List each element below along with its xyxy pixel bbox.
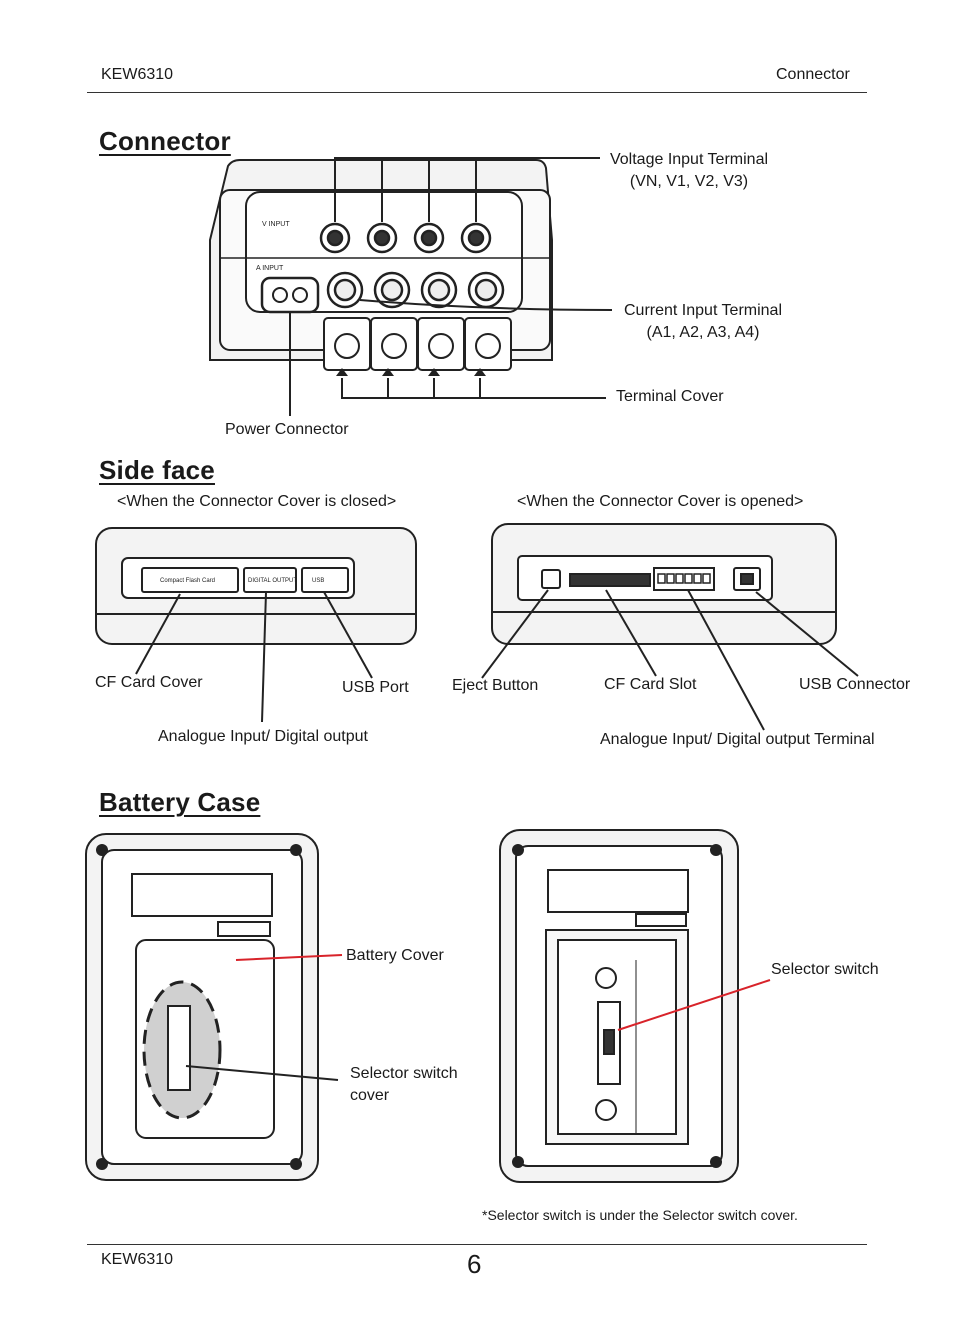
usb-connector-label: USB Connector xyxy=(799,676,911,693)
analogue-label: Analogue Input/ Digital output xyxy=(158,728,368,745)
footer-model: KEW6310 xyxy=(101,1251,174,1268)
panel-v-input: V INPUT xyxy=(262,221,290,228)
cover-mark-cf: Compact Flash Card xyxy=(160,578,215,584)
cf-card-slot-label: CF Card Slot xyxy=(604,676,697,693)
cover-mark-dio: DIGITAL OUTPUT xyxy=(248,578,297,584)
usb-port-label: USB Port xyxy=(342,679,409,696)
power-connector-label: Power Connector xyxy=(225,421,349,438)
battery-case-title: Battery Case xyxy=(99,787,261,817)
cf-card-cover-label: CF Card Cover xyxy=(95,674,203,691)
eject-button-label: Eject Button xyxy=(452,677,539,694)
svg-text:A INPUT: A INPUT xyxy=(256,265,284,272)
voltage-terminal-label: Voltage Input Terminal (VN, V1, V2, V3) xyxy=(609,151,769,190)
battery-cover-label: Battery Cover xyxy=(346,947,444,964)
connector-title: Connector xyxy=(99,126,231,156)
footnote: *Selector switch is under the Selector s… xyxy=(482,1207,798,1223)
selector-switch-label: Selector switch xyxy=(771,961,879,978)
footer-rule xyxy=(87,1244,867,1245)
header-section: Connector xyxy=(776,66,850,83)
selector-cover-label: Selector switch cover xyxy=(350,1065,458,1104)
header-rule xyxy=(87,92,867,93)
analogue-terminal-label: Analogue Input/ Digital output Terminal xyxy=(600,731,875,748)
side-face-title: Side face xyxy=(99,455,215,485)
current-terminal-label: Current Input Terminal (A1, A2, A3, A4) xyxy=(624,302,782,341)
cover-mark-usb: USB xyxy=(312,578,324,584)
terminal-cover-label: Terminal Cover xyxy=(616,388,724,405)
header-model: KEW6310 xyxy=(101,66,174,83)
closed-caption: <When the Connector Cover is closed> xyxy=(117,493,397,510)
page-number: 6 xyxy=(467,1249,482,1279)
opened-caption: <When the Connector Cover is opened> xyxy=(517,493,804,510)
